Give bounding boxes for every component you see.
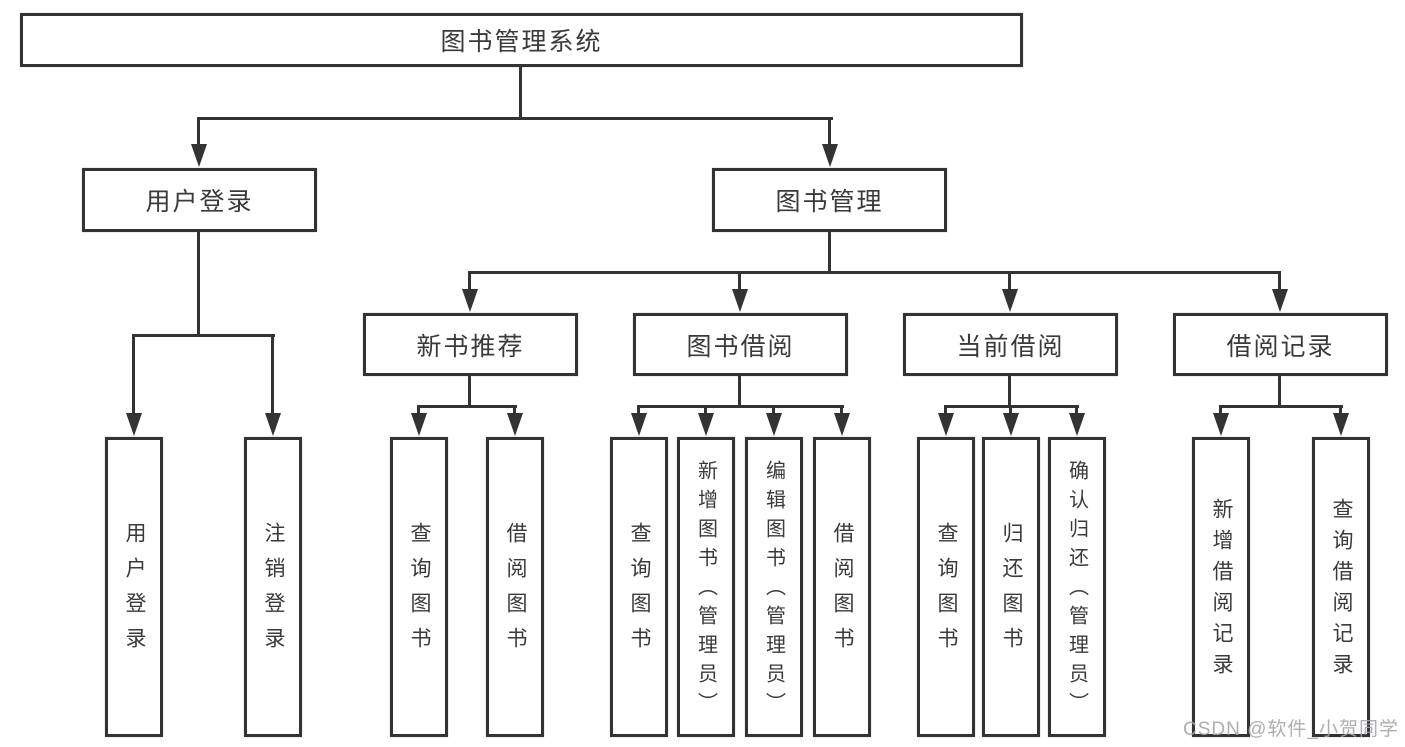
arrow-down-icon [732,289,748,312]
connector-line [1278,271,1281,293]
connector-line [637,405,640,417]
leaf-query-books-current: 查询图书 [917,437,975,737]
node-new-book-recommend: 新书推荐 [363,313,578,376]
connector-line [704,405,707,417]
connector-line [468,271,1281,274]
connector-line [519,65,522,119]
connector-line [738,374,741,408]
connector-line [468,374,471,408]
connector-line [1278,374,1281,408]
connector-line [132,336,135,416]
leaf-user-login: 用户登录 [105,437,163,737]
arrow-down-icon [631,413,647,436]
connector-line [1008,271,1011,293]
arrow-down-icon [822,144,838,167]
arrow-down-icon [1069,413,1085,436]
node-user-login: 用户登录 [82,168,317,232]
leaf-return-books: 归还图书 [982,437,1040,737]
watermark: CSDN @软件_小贺同学 [1183,719,1399,740]
connector-line [1008,374,1011,408]
connector-line [271,336,274,416]
connector-line [1339,405,1342,417]
connector-line [513,405,516,417]
arrow-down-icon [1213,413,1229,436]
arrow-down-icon [507,413,523,436]
node-book-management: 图书管理 [712,168,947,232]
connector-line [197,117,200,149]
arrow-down-icon [1002,289,1018,312]
connector-line [1009,405,1012,417]
arrow-down-icon [191,144,207,167]
connector-line [1075,405,1078,417]
connector-line [1219,405,1343,408]
connector-line [840,405,843,417]
arrow-down-icon [698,413,714,436]
arrow-down-icon [834,413,850,436]
leaf-borrow-books-recommend: 借阅图书 [486,437,544,737]
node-current-borrowing: 当前借阅 [903,313,1118,376]
leaf-add-book-admin: 新增图书（管理员） [677,437,735,737]
leaf-edit-book-admin: 编辑图书（管理员） [745,437,803,737]
leaf-query-books-recommend: 查询图书 [390,437,448,737]
arrow-down-icon [938,413,954,436]
connector-line [197,230,200,337]
connector-line [417,405,420,417]
arrow-down-icon [126,413,142,436]
connector-line [944,405,947,417]
node-library-management-system: 图书管理系统 [20,13,1023,67]
leaf-add-borrow-record: 新增借阅记录 [1192,437,1250,737]
arrow-down-icon [462,289,478,312]
arrow-down-icon [1333,413,1349,436]
connector-line [637,405,844,408]
connector-line [468,271,471,293]
connector-line [772,405,775,417]
connector-line [828,230,831,274]
node-book-borrowing: 图书借阅 [633,313,848,376]
leaf-query-borrow-record: 查询借阅记录 [1312,437,1370,737]
arrow-down-icon [1272,289,1288,312]
connector-line [828,117,831,149]
connector-line [132,334,275,337]
arrow-down-icon [411,413,427,436]
connector-line [417,405,517,408]
connector-line [738,271,741,293]
connector-line [197,117,833,120]
arrow-down-icon [766,413,782,436]
leaf-query-books-borrowing: 查询图书 [610,437,668,737]
arrow-down-icon [265,413,281,436]
leaf-borrow-books: 借阅图书 [813,437,871,737]
leaf-confirm-return-admin: 确认归还（管理员） [1048,437,1106,737]
node-borrowing-records: 借阅记录 [1173,313,1388,376]
leaf-logout: 注销登录 [244,437,302,737]
arrow-down-icon [1003,413,1019,436]
connector-line [1219,405,1222,417]
